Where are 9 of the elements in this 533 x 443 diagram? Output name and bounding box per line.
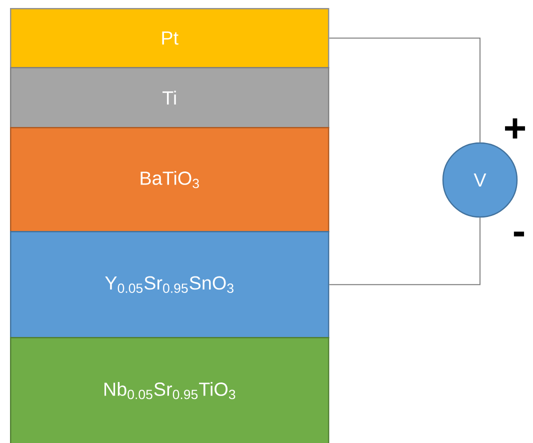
polarity-sign: + <box>505 118 526 139</box>
polarity-sign: - <box>514 232 524 236</box>
oxide-layer: Y$_{0.05}$Sr$_{0.95}$SnO$_{3}$ <box>10 231 330 338</box>
ti-layer: Ti <box>10 67 330 128</box>
pt-layer: Pt <box>10 8 330 68</box>
wire <box>328 217 480 286</box>
oxide-layer: BaTiO$_{3}$ <box>10 127 330 232</box>
wire <box>328 38 480 143</box>
substrate-layer: Nb$_{0.05}$Sr$_{0.95}$TiO$_{3}$ <box>10 336 330 443</box>
